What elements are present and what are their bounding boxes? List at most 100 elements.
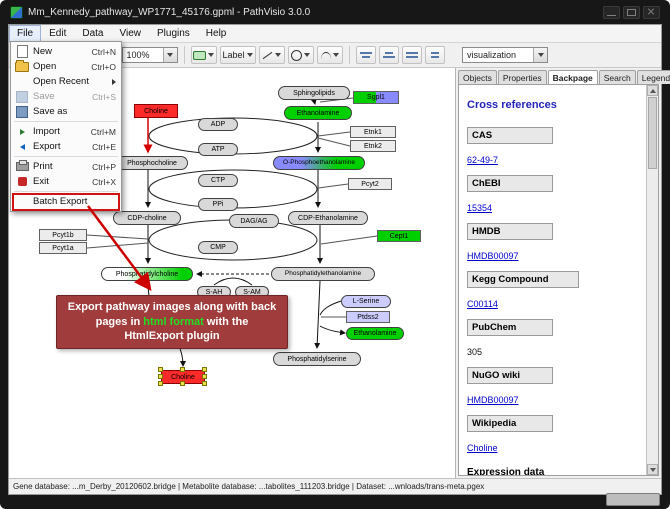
align-horizontal-icon bbox=[359, 52, 372, 58]
export-arrow-icon bbox=[15, 141, 29, 153]
chevron-down-icon bbox=[275, 53, 282, 57]
import-arrow-icon bbox=[15, 126, 29, 138]
pathway-node-etnk1[interactable]: Etnk1 bbox=[350, 126, 396, 138]
menu-plugins[interactable]: Plugins bbox=[156, 28, 190, 39]
sidebar-scrollbar[interactable] bbox=[646, 85, 658, 475]
pathway-node-o-phosphoethanolamine[interactable]: O-Phosphoethanolamine bbox=[273, 156, 365, 170]
arc-tool[interactable] bbox=[316, 46, 343, 64]
menu-item-save-as[interactable]: Save as bbox=[11, 104, 121, 119]
visualization-dropdown-icon[interactable] bbox=[533, 48, 547, 62]
menu-item-batch-export[interactable]: Batch Export bbox=[11, 193, 121, 211]
distribute-horizontal-button[interactable] bbox=[401, 46, 422, 64]
pathway-node-sgpl1[interactable]: Sgpl1 bbox=[353, 91, 399, 104]
tab-objects[interactable]: Objects bbox=[458, 70, 497, 84]
pathway-node-phosphatidylserine[interactable]: Phosphatidylserine bbox=[273, 352, 361, 366]
printer-icon bbox=[15, 160, 29, 173]
selection-handle[interactable] bbox=[158, 381, 163, 386]
selection-handle[interactable] bbox=[202, 367, 207, 372]
menu-edit[interactable]: Edit bbox=[49, 28, 67, 39]
selection-handle[interactable] bbox=[180, 367, 185, 372]
selection-handle[interactable] bbox=[158, 374, 163, 379]
menu-item-open-recent[interactable]: Open Recent bbox=[11, 74, 121, 89]
menu-file[interactable]: File bbox=[9, 25, 42, 42]
pathway-node-adp[interactable]: ADP bbox=[198, 118, 238, 131]
pathway-node-etnk2[interactable]: Etnk2 bbox=[350, 140, 396, 152]
backpage-section-header: HMDB bbox=[467, 223, 553, 240]
line-tool[interactable] bbox=[258, 46, 285, 64]
scroll-up-icon[interactable] bbox=[647, 85, 658, 96]
pathway-node-sphingolipids[interactable]: Sphingolipids bbox=[278, 86, 350, 100]
menu-separator bbox=[14, 121, 118, 122]
distribute-vertical-icon bbox=[430, 52, 439, 58]
scroll-down-icon[interactable] bbox=[647, 464, 658, 475]
menu-data[interactable]: Data bbox=[82, 28, 104, 39]
zoom-dropdown-icon[interactable] bbox=[162, 48, 177, 62]
pathway-node-dag[interactable]: DAG/AG bbox=[229, 214, 279, 228]
pathway-node-pcyt2[interactable]: Pcyt2 bbox=[348, 178, 392, 190]
pathway-node-ethanolamine-right[interactable]: Ethanolamine bbox=[346, 327, 404, 340]
close-button[interactable] bbox=[643, 6, 660, 19]
tab-properties[interactable]: Properties bbox=[497, 70, 547, 84]
pathway-node-pcyt1b[interactable]: Pcyt1b bbox=[39, 229, 87, 241]
minimize-button[interactable] bbox=[603, 6, 620, 19]
cross-reference-link[interactable]: 15354 bbox=[467, 203, 493, 213]
pathway-node-ctp[interactable]: CTP bbox=[198, 174, 238, 187]
pathway-node-phosphatidylethanolamine[interactable]: Phosphatidylethanolamine bbox=[271, 267, 375, 281]
menubar: File Edit Data View Plugins Help bbox=[9, 25, 661, 43]
backpage-section-header: ChEBI bbox=[467, 175, 553, 192]
zoom-select[interactable]: 100% bbox=[121, 47, 178, 63]
backpage-section-header: NuGO wiki bbox=[467, 367, 553, 384]
save-disk-icon bbox=[15, 90, 29, 103]
selection-handle[interactable] bbox=[202, 381, 207, 386]
callout-highlight: html format bbox=[143, 315, 204, 328]
align-horizontal-button[interactable] bbox=[355, 46, 376, 64]
menu-view[interactable]: View bbox=[119, 28, 141, 39]
pathway-node-cdp-ethanolamine[interactable]: CDP-Ethanolamine bbox=[288, 211, 368, 225]
maximize-button[interactable] bbox=[623, 6, 640, 19]
cross-reference-link[interactable]: HMDB00097 bbox=[467, 251, 519, 261]
backpage-section-header: CAS bbox=[467, 127, 553, 144]
cross-reference-link[interactable]: C00114 bbox=[467, 299, 498, 309]
titlebar[interactable]: Mm_Kennedy_pathway_WP1771_45176.gpml - P… bbox=[10, 4, 660, 21]
tab-backpage[interactable]: Backpage bbox=[547, 70, 598, 84]
pathway-node-ethanolamine-top[interactable]: Ethanolamine bbox=[284, 106, 352, 120]
cross-reference-link[interactable]: HMDB00097 bbox=[467, 395, 519, 405]
tab-search[interactable]: Search bbox=[598, 70, 636, 84]
label-tool[interactable]: Label bbox=[219, 46, 256, 64]
scrollbar-thumb[interactable] bbox=[648, 97, 657, 169]
exit-icon bbox=[15, 176, 29, 188]
align-vertical-button[interactable] bbox=[378, 46, 399, 64]
pathway-node-choline-top[interactable]: Choline bbox=[134, 104, 178, 118]
tab-legend[interactable]: Legend bbox=[636, 70, 670, 84]
backpage-content: Cross references CAS 62-49-7 ChEBI 15354… bbox=[459, 85, 646, 475]
selection-handle[interactable] bbox=[202, 374, 207, 379]
pathway-node-ppi[interactable]: PPi bbox=[198, 198, 238, 211]
selection-handle[interactable] bbox=[158, 367, 163, 372]
pathway-node-atp[interactable]: ATP bbox=[198, 143, 238, 156]
pathway-node-pcyt1a[interactable]: Pcyt1a bbox=[39, 242, 87, 254]
pathway-node-cmp[interactable]: CMP bbox=[198, 241, 238, 254]
datanode-tool[interactable] bbox=[190, 46, 217, 64]
selection-handle[interactable] bbox=[180, 381, 185, 386]
pathway-node-phosphatidylcholine[interactable]: Phosphatidylcholine bbox=[101, 267, 193, 281]
pathway-node-phosphocholine[interactable]: Phosphocholine bbox=[116, 156, 188, 170]
pathway-node-cdp-choline[interactable]: CDP-choline bbox=[113, 211, 181, 225]
shape-tool[interactable] bbox=[287, 46, 314, 64]
cross-reference-link[interactable]: Choline bbox=[467, 443, 498, 453]
pathway-node-ptdss2[interactable]: Ptdss2 bbox=[346, 311, 390, 323]
open-folder-icon bbox=[15, 59, 29, 73]
pathway-node-l-serine[interactable]: L-Serine bbox=[341, 295, 391, 308]
distribute-vertical-button[interactable] bbox=[424, 46, 445, 64]
pathway-node-cept1[interactable]: Cept1 bbox=[377, 230, 421, 242]
frame-button[interactable] bbox=[606, 493, 660, 506]
visualization-select[interactable]: visualization bbox=[462, 47, 548, 63]
menu-help[interactable]: Help bbox=[205, 28, 227, 39]
cross-reference-link[interactable]: 62-49-7 bbox=[467, 155, 499, 165]
